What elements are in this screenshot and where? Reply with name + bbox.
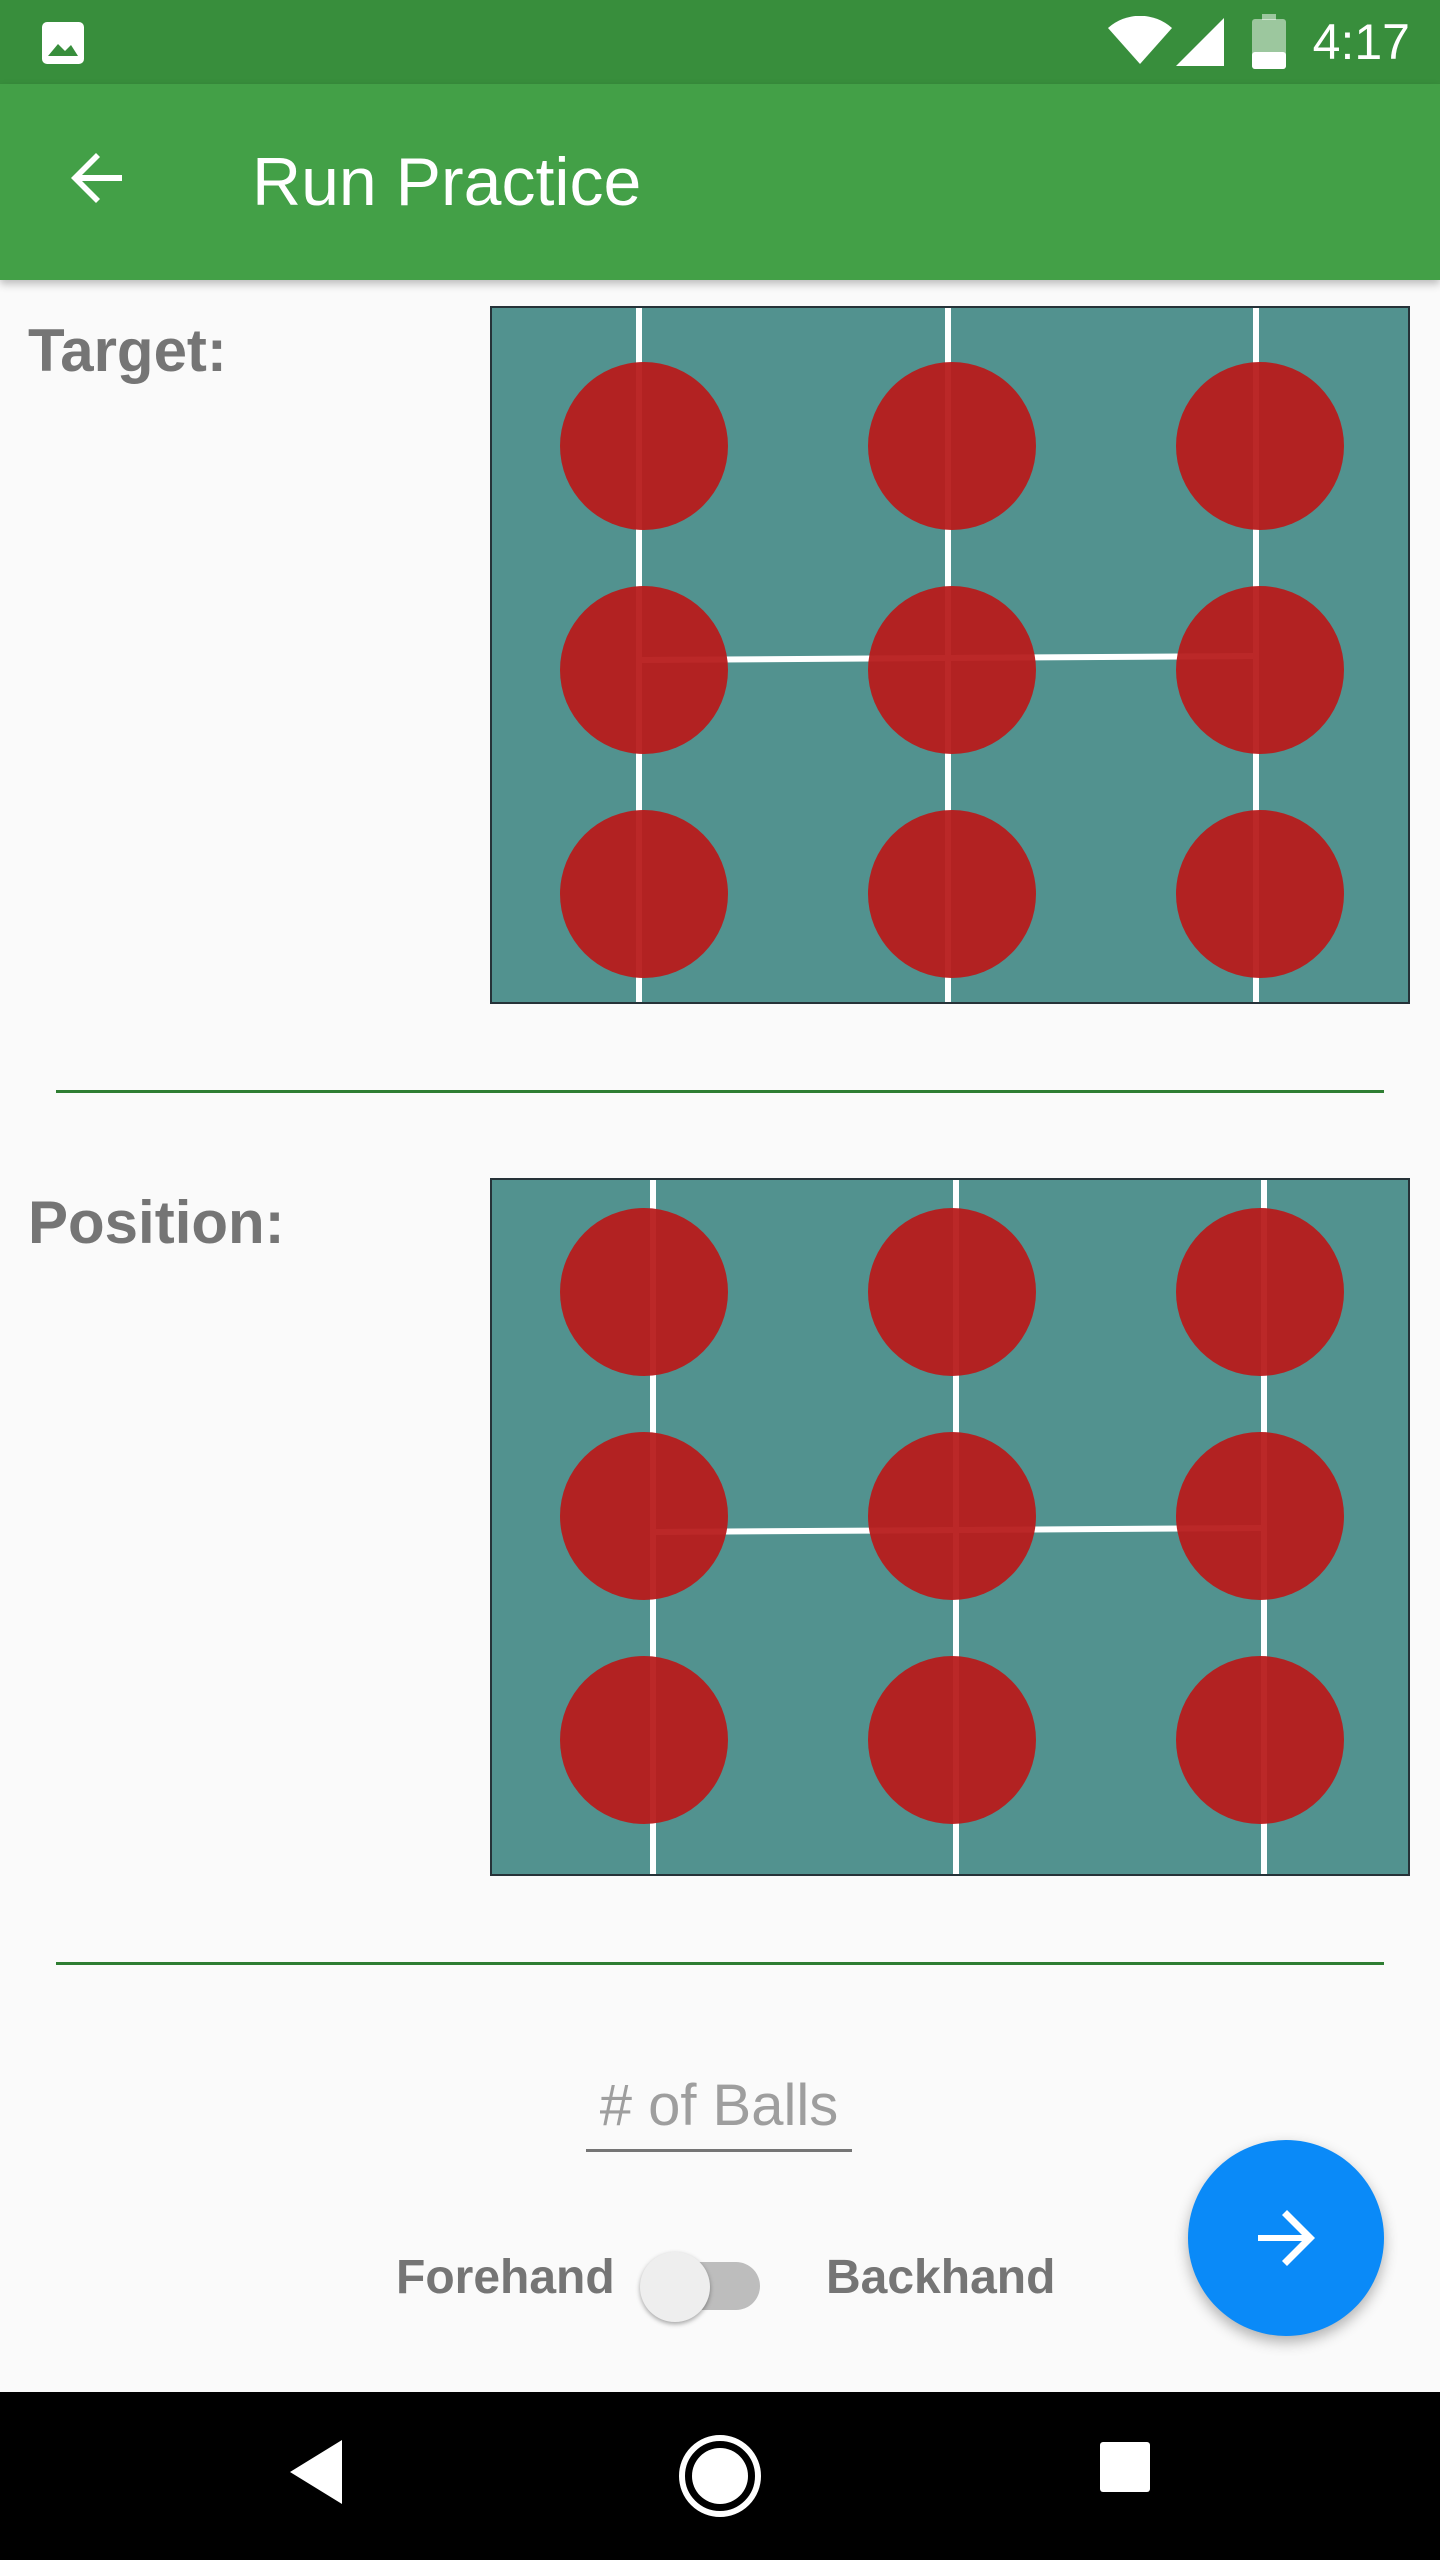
position-zone-7[interactable] <box>560 1656 728 1824</box>
position-zone-1[interactable] <box>560 1208 728 1376</box>
backhand-label: Backhand <box>826 2251 1056 2304</box>
position-zone-2[interactable] <box>868 1208 1036 1376</box>
target-court <box>490 306 1410 1004</box>
position-label: Position: <box>28 1189 285 1256</box>
gallery-icon <box>42 22 84 64</box>
target-zone-5[interactable] <box>868 586 1036 754</box>
next-button[interactable] <box>1188 2140 1384 2336</box>
target-zone-1[interactable] <box>560 362 728 530</box>
position-court <box>490 1178 1410 1876</box>
target-label: Target: <box>28 317 227 384</box>
divider <box>56 1962 1384 1965</box>
arrow-back-icon[interactable] <box>62 142 134 214</box>
back-triangle-icon[interactable] <box>286 2436 346 2508</box>
battery-icon <box>1252 14 1286 69</box>
switch-thumb <box>640 2252 710 2322</box>
home-circle-icon[interactable] <box>676 2432 764 2520</box>
position-zone-3[interactable] <box>1176 1208 1344 1376</box>
target-zone-9[interactable] <box>1176 810 1344 978</box>
target-zone-2[interactable] <box>868 362 1036 530</box>
divider <box>56 1090 1384 1093</box>
target-zone-6[interactable] <box>1176 586 1344 754</box>
recents-square-icon[interactable] <box>1098 2440 1152 2494</box>
wifi-icon <box>1108 16 1172 64</box>
navigation-bar <box>0 2392 1440 2560</box>
app-bar: Run Practice <box>0 84 1440 280</box>
target-zone-8[interactable] <box>868 810 1036 978</box>
position-zone-8[interactable] <box>868 1656 1036 1824</box>
status-time: 4:17 <box>1312 14 1410 70</box>
arrow-forward-icon <box>1258 2210 1315 2266</box>
position-zone-5[interactable] <box>868 1432 1036 1600</box>
position-zone-6[interactable] <box>1176 1432 1344 1600</box>
balls-input[interactable] <box>586 2062 852 2152</box>
target-zone-3[interactable] <box>1176 362 1344 530</box>
position-zone-4[interactable] <box>560 1432 728 1600</box>
forehand-label: Forehand <box>396 2251 615 2304</box>
target-zone-7[interactable] <box>560 810 728 978</box>
status-bar: 4:17 <box>0 0 1440 84</box>
position-zone-9[interactable] <box>1176 1656 1344 1824</box>
stroke-switch[interactable] <box>640 2248 760 2324</box>
target-zone-4[interactable] <box>560 586 728 754</box>
signal-icon <box>1176 18 1224 66</box>
page-title: Run Practice <box>252 144 642 220</box>
